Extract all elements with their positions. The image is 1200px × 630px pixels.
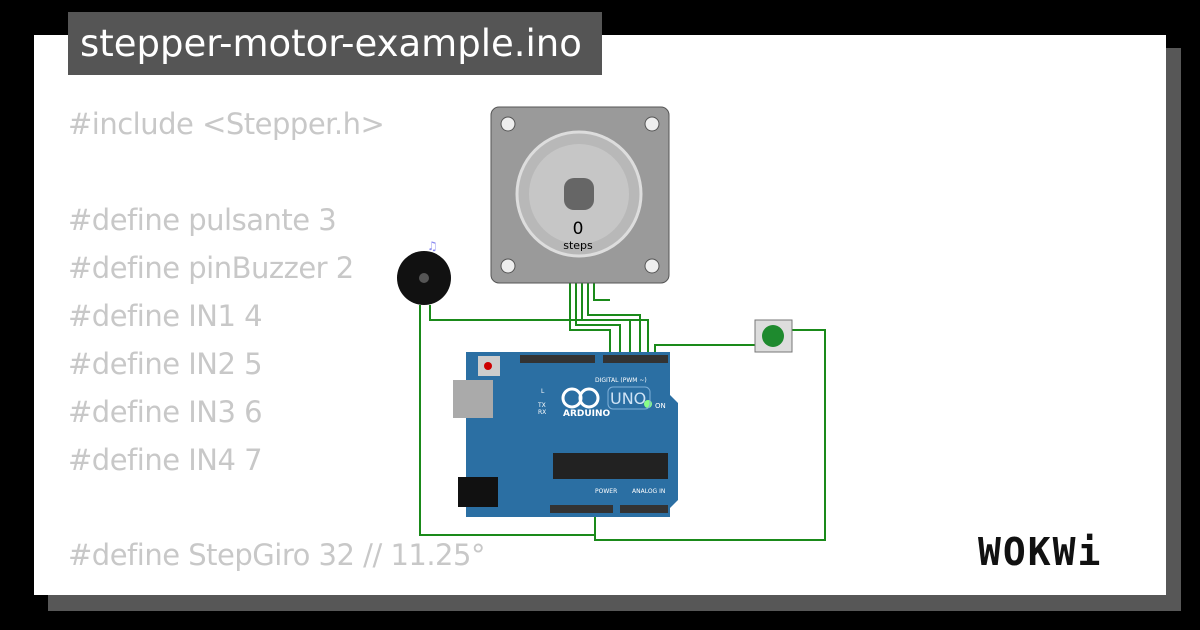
code-line: #define pulsante 3 <box>68 203 337 237</box>
motor-steps-value: 0 <box>573 219 584 239</box>
code-line: #define IN4 7 <box>68 443 263 477</box>
digital-label: DIGITAL (PWM ~) <box>595 377 647 384</box>
push-button[interactable] <box>754 319 793 353</box>
code-line: #define pinBuzzer 2 <box>68 251 354 285</box>
stepper-motor <box>490 106 670 284</box>
tx-label: TX <box>537 402 546 409</box>
code-line: #define IN2 5 <box>68 347 263 381</box>
file-title: stepper-motor-example.ino <box>68 12 602 75</box>
arduino-uno: UNO ARDUINO ON DIGITAL (PWM ~) POWER ANA… <box>453 352 678 517</box>
buzzer: ♫ <box>397 239 451 305</box>
code-line: #define IN1 4 <box>68 299 263 333</box>
code-line: #define StepGiro 32 // 11.25° <box>68 538 485 572</box>
rx-label: RX <box>538 409 546 416</box>
code-line: #define IN3 6 <box>68 395 263 429</box>
wokwi-logo: WOKWi <box>978 530 1103 574</box>
power-label: POWER <box>595 488 617 495</box>
l-label: L <box>541 388 545 395</box>
on-label: ON <box>655 402 666 410</box>
wires <box>419 283 826 541</box>
board-model: UNO <box>610 389 646 408</box>
analog-label: ANALOG IN <box>632 488 665 495</box>
code-line: #include <Stepper.h> <box>68 107 385 141</box>
board-brand: ARDUINO <box>563 409 611 419</box>
motor-steps-label: steps <box>563 239 593 252</box>
svg-text:♫: ♫ <box>427 239 438 253</box>
